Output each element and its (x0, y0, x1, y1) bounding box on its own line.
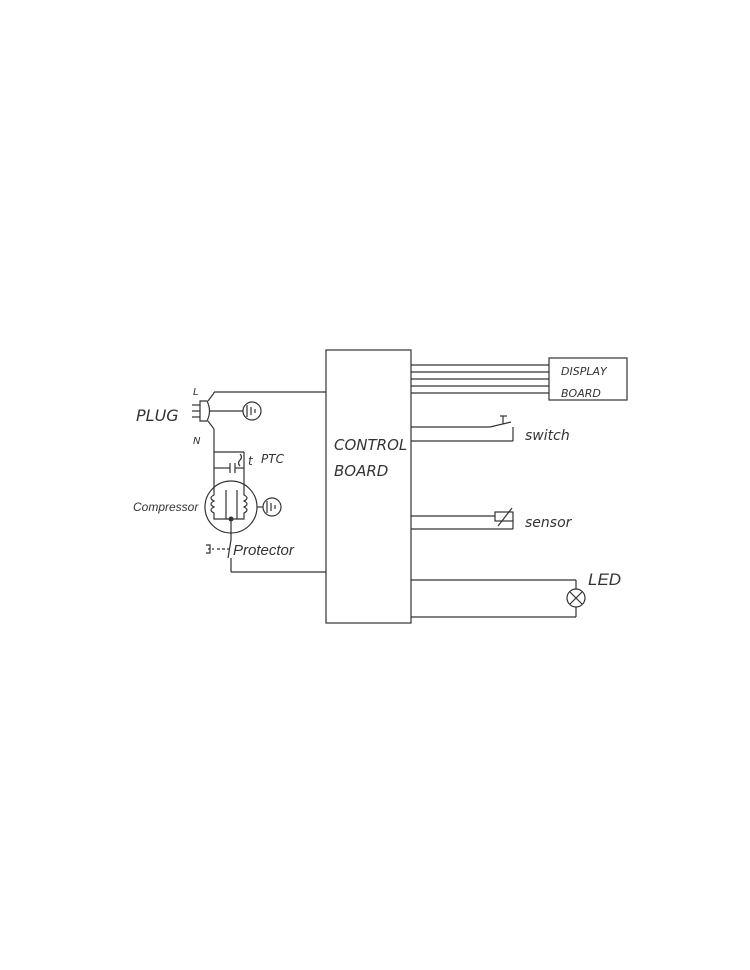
led-symbol (411, 579, 586, 618)
control-board-label-2: BOARD (334, 462, 388, 480)
plug-symbol (192, 392, 215, 430)
switch-label: switch (525, 428, 570, 444)
display-board-label-2: BOARD (561, 387, 601, 400)
ptc-label: PTC (261, 452, 285, 466)
plug-neutral-label: N (193, 436, 201, 447)
control-board-box (325, 349, 412, 624)
compressor-label: Compressor (133, 500, 199, 514)
neutral-wire (213, 430, 245, 482)
led-label: LED (588, 570, 621, 589)
protector-symbol (206, 539, 326, 573)
ptc-symbol-label: t (248, 454, 254, 468)
display-board-label-1: DISPLAY (561, 365, 608, 378)
control-board-label-1: CONTROL (334, 436, 407, 454)
sensor-label: sensor (525, 515, 573, 531)
compressor-ground-symbol (262, 497, 282, 517)
sensor-symbol (411, 507, 514, 530)
display-board-wires (411, 364, 549, 394)
ptc-symbol (214, 453, 244, 473)
plug-line-label: L (193, 387, 199, 398)
compressor-symbol (204, 480, 263, 540)
plug-ground-symbol (210, 401, 262, 421)
switch-symbol (411, 415, 514, 442)
protector-label: Protector (233, 542, 295, 559)
plug-label: PLUG (136, 406, 179, 425)
